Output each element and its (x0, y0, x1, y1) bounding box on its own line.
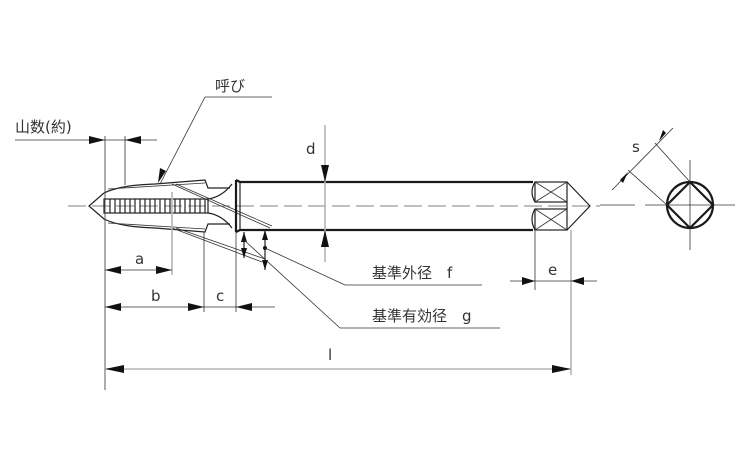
nominal-label: 呼び (215, 77, 245, 95)
dim-s-label: s (632, 138, 640, 156)
dim-a-label: a (135, 250, 144, 268)
dim-b-label: b (151, 287, 161, 305)
dim-d-label: d (306, 140, 316, 158)
dim-e-arrow-left (522, 277, 535, 285)
dim-c-arrow (236, 303, 252, 311)
dim-b-arrow-left (105, 303, 121, 311)
end-view (600, 127, 735, 250)
dim-l-label: l (328, 346, 332, 364)
dim-d-arrow-top (321, 165, 329, 182)
dim-e-arrow-right (571, 277, 584, 285)
ref-pitch-label: 基準有効径 g (372, 307, 472, 325)
ref-outer-label: 基準外径 f (372, 264, 453, 282)
threads-approx-label: 山数(約) (15, 118, 72, 136)
dim-d-arrow-bottom (321, 230, 329, 247)
nominal-leader (159, 96, 206, 185)
tap-shank (234, 179, 533, 233)
tap-thread-section (88, 179, 273, 263)
dim-b-arrow-right (188, 303, 204, 311)
dim-a-arrow-right (156, 266, 172, 274)
square-drive-end (531, 181, 591, 231)
ref-outer-leader (264, 247, 482, 286)
thread-teeth (109, 199, 206, 213)
dim-a-arrow-left (105, 266, 121, 274)
threads-arrow-right (125, 136, 141, 144)
nominal-arrow (158, 168, 166, 183)
ref-pitch-leader (243, 239, 500, 329)
threads-arrow-left (89, 136, 105, 144)
dim-l-arrow-right (552, 365, 571, 373)
dim-l-arrow-left (105, 365, 124, 373)
dim-c-label: c (216, 287, 224, 305)
dim-e-label: e (548, 261, 557, 279)
